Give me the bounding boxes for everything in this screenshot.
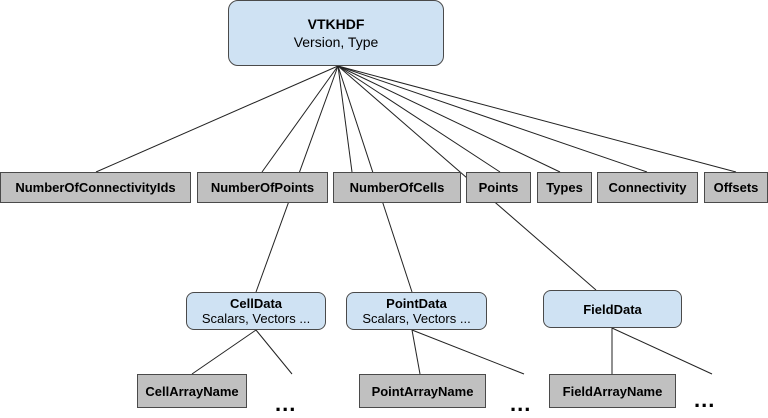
edge-celldata-cellarrayname xyxy=(191,329,257,375)
fielddata-more-ellipsis: ... xyxy=(694,387,716,412)
array-label: PointArrayName xyxy=(371,383,474,399)
group-celldata: CellData Scalars, Vectors ... xyxy=(186,292,326,330)
array-label: CellArrayName xyxy=(145,383,239,399)
dataset-offsets: Offsets xyxy=(704,172,768,203)
celldata-more-ellipsis: ... xyxy=(275,391,297,416)
dataset-label: NumberOfPoints xyxy=(210,180,315,195)
dataset-label: Connectivity xyxy=(608,180,687,195)
edge-celldata-more xyxy=(255,329,293,375)
edge-root-numberofcells xyxy=(337,65,353,173)
edge-root-types xyxy=(337,65,561,173)
group-pointdata-attributes: Scalars, Vectors ... xyxy=(362,310,471,326)
dataset-numberofcells: NumberOfCells xyxy=(333,172,461,203)
dataset-types: Types xyxy=(537,172,592,203)
edge-fielddata-more xyxy=(611,327,713,375)
edge-root-numberofpoints xyxy=(261,65,339,173)
root-group-vtkhdf: VTKHDF Version, Type xyxy=(228,0,444,66)
group-pointdata-title: PointData xyxy=(386,295,447,311)
group-pointdata: PointData Scalars, Vectors ... xyxy=(346,292,487,330)
edge-root-points xyxy=(337,65,501,173)
root-title: VTKHDF xyxy=(307,15,365,32)
root-attributes: Version, Type xyxy=(293,33,379,50)
array-pointarrayname: PointArrayName xyxy=(359,374,486,408)
dataset-label: Offsets xyxy=(713,180,759,195)
edge-root-offsets xyxy=(337,65,737,173)
dataset-connectivity: Connectivity xyxy=(597,172,698,203)
dataset-label: NumberOfConnectivityIds xyxy=(15,180,176,195)
dataset-numberofconnectivityids: NumberOfConnectivityIds xyxy=(0,172,191,203)
pointdata-more-ellipsis: ... xyxy=(510,391,532,416)
array-fieldarrayname: FieldArrayName xyxy=(549,374,676,408)
dataset-numberofpoints: NumberOfPoints xyxy=(197,172,328,203)
edge-pointdata-more xyxy=(411,329,525,375)
array-cellarrayname: CellArrayName xyxy=(137,374,247,408)
dataset-label: Points xyxy=(478,180,519,195)
group-fielddata-title: FieldData xyxy=(583,301,642,317)
group-celldata-title: CellData xyxy=(229,295,283,311)
edge-root-numberofconnectivityids xyxy=(95,65,339,173)
dataset-label: NumberOfCells xyxy=(349,180,445,195)
dataset-label: Types xyxy=(546,180,583,195)
dataset-points: Points xyxy=(466,172,531,203)
group-fielddata: FieldData xyxy=(543,290,682,328)
edge-root-connectivity xyxy=(337,65,648,173)
array-label: FieldArrayName xyxy=(562,383,663,399)
edge-pointdata-pointarrayname xyxy=(411,329,421,375)
group-celldata-attributes: Scalars, Vectors ... xyxy=(201,310,311,326)
